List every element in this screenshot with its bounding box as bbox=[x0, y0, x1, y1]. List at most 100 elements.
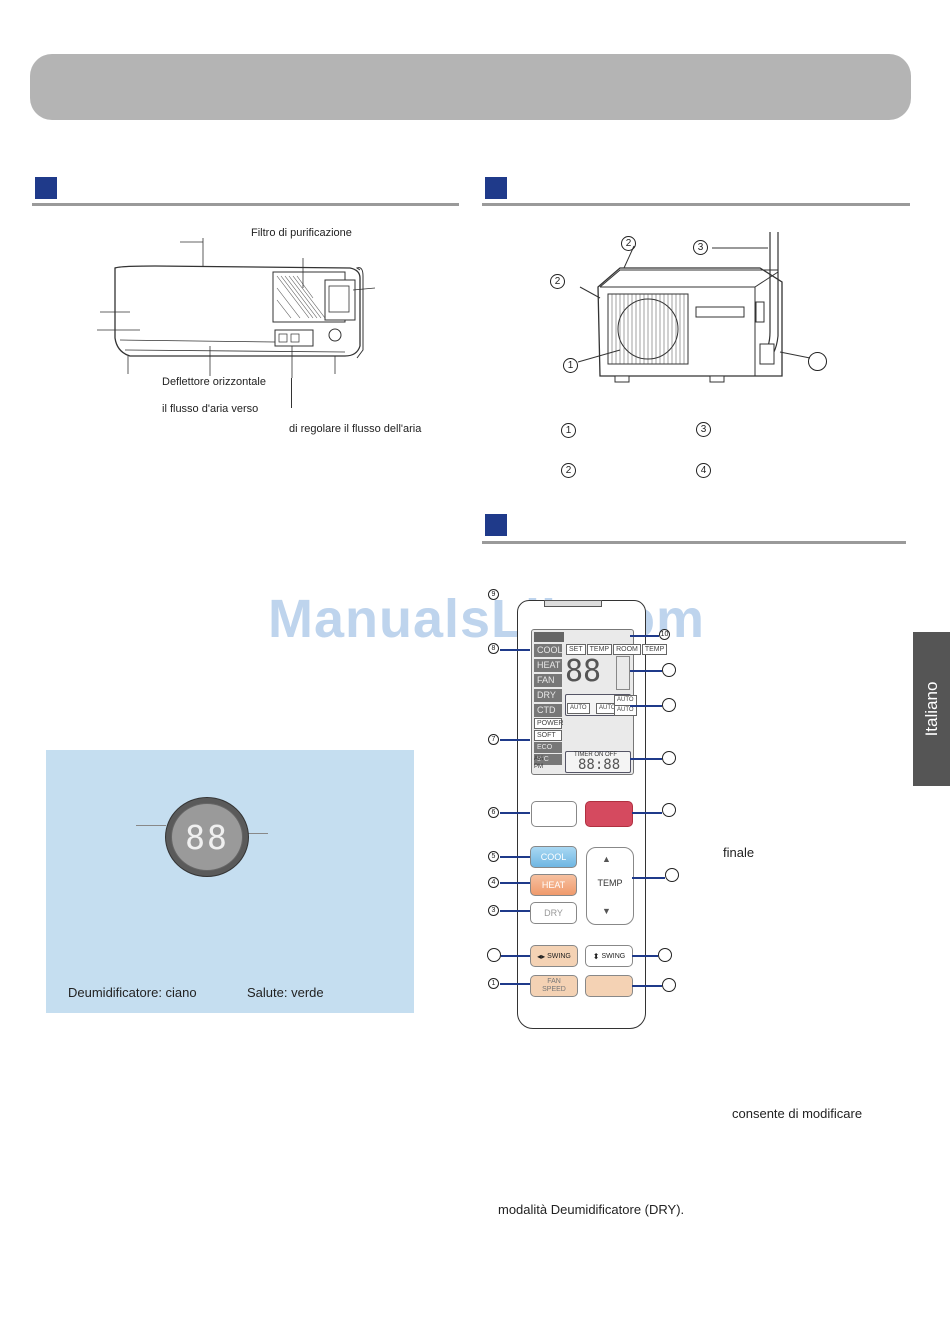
remote-lcd: SET TEMP ROOM TEMP COOL HEAT FAN DRY CTD… bbox=[531, 629, 668, 775]
display-digits: 88 bbox=[185, 817, 229, 857]
remote-leader-3 bbox=[500, 910, 530, 912]
remote-callout-10: 10 bbox=[659, 629, 670, 640]
lcd-time-digits: 88:88 bbox=[578, 757, 621, 773]
temp-rocker[interactable]: ▲ TEMP ▼ bbox=[586, 847, 634, 925]
remote-callout-4: 4 bbox=[488, 877, 499, 888]
lcd-pm: PM bbox=[534, 764, 543, 770]
display-panel: 88 Deumidificatore: ciano Salute: verde bbox=[46, 750, 414, 1013]
outdoor-callout-2-left: 2 bbox=[550, 274, 565, 289]
lcd-mode-fan: FAN bbox=[534, 674, 562, 687]
outdoor-legend-4: 4 bbox=[696, 463, 711, 478]
temp-down-icon[interactable]: ▼ bbox=[602, 906, 611, 916]
remote-leader-11 bbox=[630, 670, 662, 672]
display-screen: 88 bbox=[171, 803, 243, 871]
lcd-mode-dry: DRY bbox=[534, 689, 562, 702]
remote-leader-2 bbox=[501, 955, 530, 957]
section-marker-indoor bbox=[35, 177, 57, 199]
remote-callout-1: 1 bbox=[488, 978, 499, 989]
remote-callout-13 bbox=[662, 751, 676, 765]
remote-callout-2 bbox=[487, 948, 501, 962]
indoor-unit-illustration bbox=[97, 238, 376, 378]
leader-line-regulate bbox=[291, 378, 292, 408]
swing-v-arrow-icon: ⬍ bbox=[592, 951, 600, 961]
swing-v-label: SWING bbox=[601, 952, 626, 960]
remote-leader-14 bbox=[632, 812, 662, 814]
display-leader-right bbox=[246, 833, 268, 834]
lcd-power: POWER bbox=[534, 718, 563, 729]
section-marker-remote bbox=[485, 514, 507, 536]
lcd-icon-top bbox=[534, 632, 564, 642]
outdoor-legend-2: 2 bbox=[561, 463, 576, 478]
language-tab-label: Italiano bbox=[921, 681, 941, 737]
outdoor-legend-1: 1 bbox=[561, 423, 576, 438]
lcd-auto-1: AUTO bbox=[567, 703, 590, 714]
lcd-timer-label: TIMER ON OFF bbox=[574, 752, 617, 758]
mode-button-blank[interactable] bbox=[531, 801, 577, 827]
fan-speed-label-2: SPEED bbox=[542, 986, 566, 993]
lcd-temp-label-1: TEMP bbox=[586, 644, 613, 655]
remote-emitter bbox=[544, 600, 602, 607]
outdoor-callout-2-top: 2 bbox=[621, 236, 636, 251]
remote-callout-12 bbox=[662, 698, 676, 712]
remote-leader-5 bbox=[500, 856, 530, 858]
remote-callout-3: 3 bbox=[488, 905, 499, 916]
remote-control: SET TEMP ROOM TEMP COOL HEAT FAN DRY CTD… bbox=[517, 600, 668, 1029]
remote-leader-12 bbox=[630, 705, 662, 707]
swing-h-arrow-icon: ◂▸ bbox=[537, 951, 546, 961]
remote-callout-14 bbox=[662, 803, 676, 817]
lcd-temp-label-2: TEMP bbox=[641, 644, 668, 655]
dry-mode-label: Deumidificatore: ciano bbox=[68, 985, 197, 1000]
outdoor-unit-illustration bbox=[577, 232, 811, 383]
lcd-mode-heat: HEAT bbox=[534, 659, 562, 672]
header-bar bbox=[30, 54, 911, 120]
temp-up-icon[interactable]: ▲ bbox=[602, 854, 611, 864]
swing-vertical-button[interactable]: ⬍SWING bbox=[585, 945, 633, 967]
outdoor-callout-1: 1 bbox=[563, 358, 578, 373]
swing-horizontal-button[interactable]: ◂▸SWING bbox=[530, 945, 578, 967]
language-tab[interactable]: Italiano bbox=[913, 632, 950, 786]
display-bezel: 88 bbox=[166, 798, 248, 876]
remote-leader-13 bbox=[630, 758, 662, 760]
remote-callout-11 bbox=[662, 663, 676, 677]
remote-leader-16 bbox=[632, 955, 658, 957]
power-button[interactable] bbox=[585, 801, 633, 827]
remote-callout-5: 5 bbox=[488, 851, 499, 862]
lcd-eco: ECO bbox=[534, 742, 562, 753]
lcd-8c: 8°C bbox=[534, 754, 562, 765]
section-divider-indoor bbox=[32, 203, 459, 206]
remote-callout-7: 7 bbox=[488, 734, 499, 745]
cool-button[interactable]: COOL bbox=[530, 846, 577, 868]
heat-button[interactable]: HEAT bbox=[530, 874, 577, 896]
extra-function-button[interactable] bbox=[585, 975, 633, 997]
lcd-unit-icon bbox=[616, 656, 630, 690]
lcd-top-labels: SET TEMP ROOM TEMP bbox=[566, 644, 668, 655]
dry-button[interactable]: DRY bbox=[530, 902, 577, 924]
lcd-soft: SOFT bbox=[534, 730, 562, 741]
label-airflow: il flusso d'aria verso bbox=[162, 403, 259, 415]
lcd-function-list: POWER SOFT ECO 8°C bbox=[534, 718, 563, 765]
section-marker-outdoor bbox=[485, 177, 507, 199]
fan-speed-button[interactable]: FAN SPEED bbox=[530, 975, 578, 997]
label-filter: Filtro di purificazione bbox=[251, 227, 352, 239]
remote-leader-17 bbox=[632, 985, 662, 987]
swing-h-label: SWING bbox=[547, 952, 571, 960]
display-leader-left bbox=[136, 825, 166, 826]
section-divider-outdoor bbox=[482, 203, 910, 206]
text-modalita: modalità Deumidificatore (DRY). bbox=[498, 1202, 685, 1217]
remote-callout-15 bbox=[665, 868, 679, 882]
remote-leader-10 bbox=[630, 635, 659, 637]
lcd-set-label: SET bbox=[566, 644, 586, 655]
label-regulate: di regolare il flusso dell'aria bbox=[289, 423, 422, 435]
temp-label: TEMP bbox=[597, 878, 623, 888]
text-consente: consente di modificare bbox=[732, 1106, 863, 1121]
lcd-timer-area: TIMER ON OFF 88:88 bbox=[565, 751, 631, 773]
health-mode-label: Salute: verde bbox=[247, 985, 324, 1000]
remote-callout-9: 9 bbox=[488, 589, 499, 600]
remote-leader-7 bbox=[500, 739, 530, 741]
lcd-mode-list: COOL HEAT FAN DRY CTD bbox=[534, 644, 563, 717]
outdoor-callout-4 bbox=[808, 352, 827, 371]
outdoor-legend-3: 3 bbox=[696, 422, 711, 437]
remote-callout-8: 8 bbox=[488, 643, 499, 654]
remote-callout-6: 6 bbox=[488, 807, 499, 818]
remote-leader-8 bbox=[500, 649, 530, 651]
